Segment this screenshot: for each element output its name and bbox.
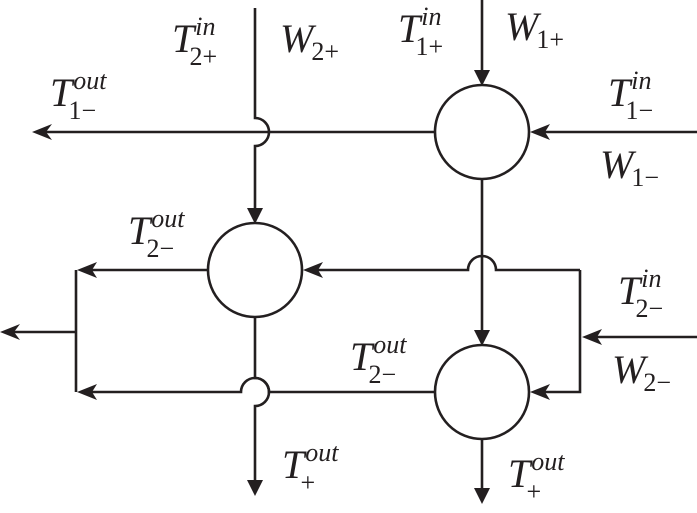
- arrowhead-down-node2: [247, 208, 263, 224]
- junction-node-2: [206, 221, 304, 319]
- node2-t-plus-out-wire: [253, 317, 271, 482]
- arrowhead-down-node3-out: [474, 488, 490, 504]
- arrowhead-down-node3: [474, 330, 490, 346]
- label-t-plus-out-right: Tout+: [508, 447, 565, 506]
- arrowhead-left-node1: [530, 124, 550, 140]
- label-t-plus-out-left: Tout+: [282, 438, 339, 497]
- arrowhead-left-t1-out: [32, 124, 52, 140]
- arrowhead-down-node1: [474, 70, 490, 86]
- arrowhead-left-node2-out: [77, 262, 97, 278]
- label-w1-minus: W1−: [600, 142, 659, 192]
- bracket-to-node2-wire: [318, 254, 580, 272]
- right-bracket-wire: [545, 270, 582, 394]
- arrowhead-left-node2: [303, 262, 323, 278]
- arrowhead-left-merged-out: [0, 324, 20, 340]
- junction-node-3: [433, 343, 531, 441]
- arrowhead-left-bracket: [582, 329, 602, 345]
- label-w1-plus: W1+: [505, 4, 564, 54]
- arrowhead-down-node2-out: [247, 480, 263, 496]
- arrowhead-left-node3: [530, 384, 550, 400]
- junction-node-1: [433, 83, 531, 181]
- label-w2-plus: W2+: [280, 16, 339, 66]
- label-w2-minus: W2−: [612, 347, 671, 397]
- arrowhead-left-node3-out: [77, 384, 97, 400]
- w2-plus-input-wire: [253, 8, 271, 210]
